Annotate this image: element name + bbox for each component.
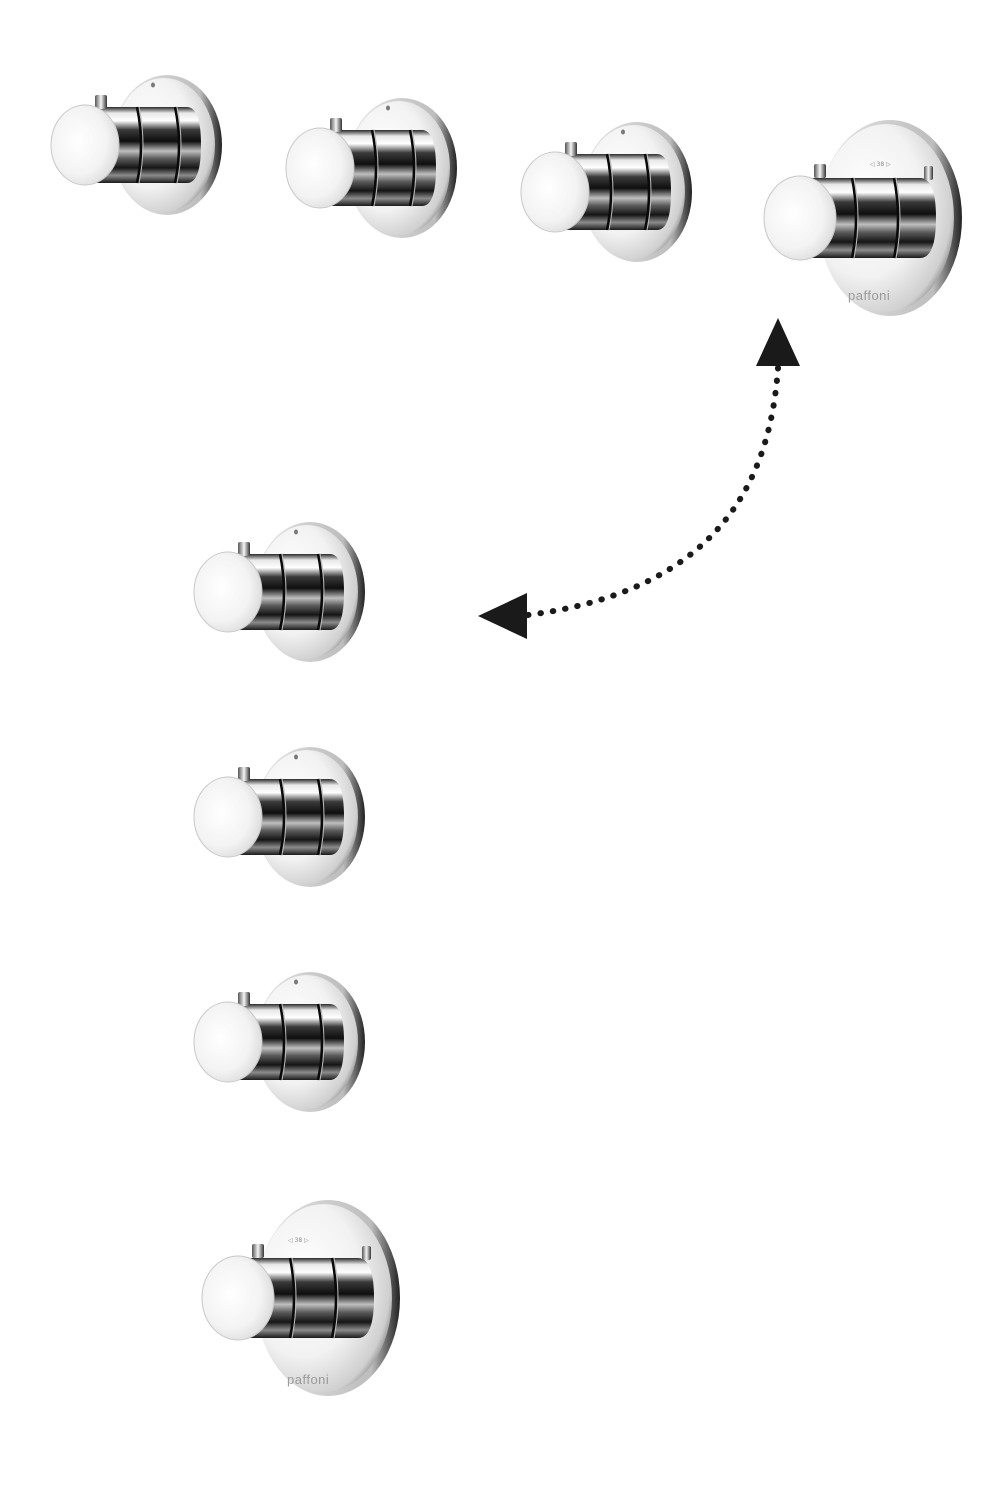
top-mixer: ◁ 38 ▷ paffoni — [762, 118, 964, 318]
column-mixer: ◁ 38 ▷ paffoni — [200, 1198, 402, 1398]
top-valve-1 — [49, 73, 224, 217]
top-mixer-scale: ◁ 38 ▷ — [870, 161, 891, 168]
column-mixer-scale: ◁ 38 ▷ — [288, 1237, 309, 1244]
top-valve-2 — [284, 96, 459, 240]
column-valve-2 — [192, 745, 367, 889]
top-mixer-logo: paffoni — [848, 288, 890, 303]
column: ◁ 38 ▷ paffoni — [192, 520, 402, 1398]
top-row: ◁ 38 ▷ paffoni — [49, 73, 964, 318]
column-valve-3 — [192, 970, 367, 1114]
arrow-head-left — [478, 593, 527, 639]
column-valve-1 — [192, 520, 367, 664]
top-valve-3 — [519, 120, 694, 264]
column-mixer-logo: paffoni — [287, 1372, 329, 1387]
arrow-head-up — [756, 318, 800, 366]
swap-arrow — [478, 318, 800, 639]
